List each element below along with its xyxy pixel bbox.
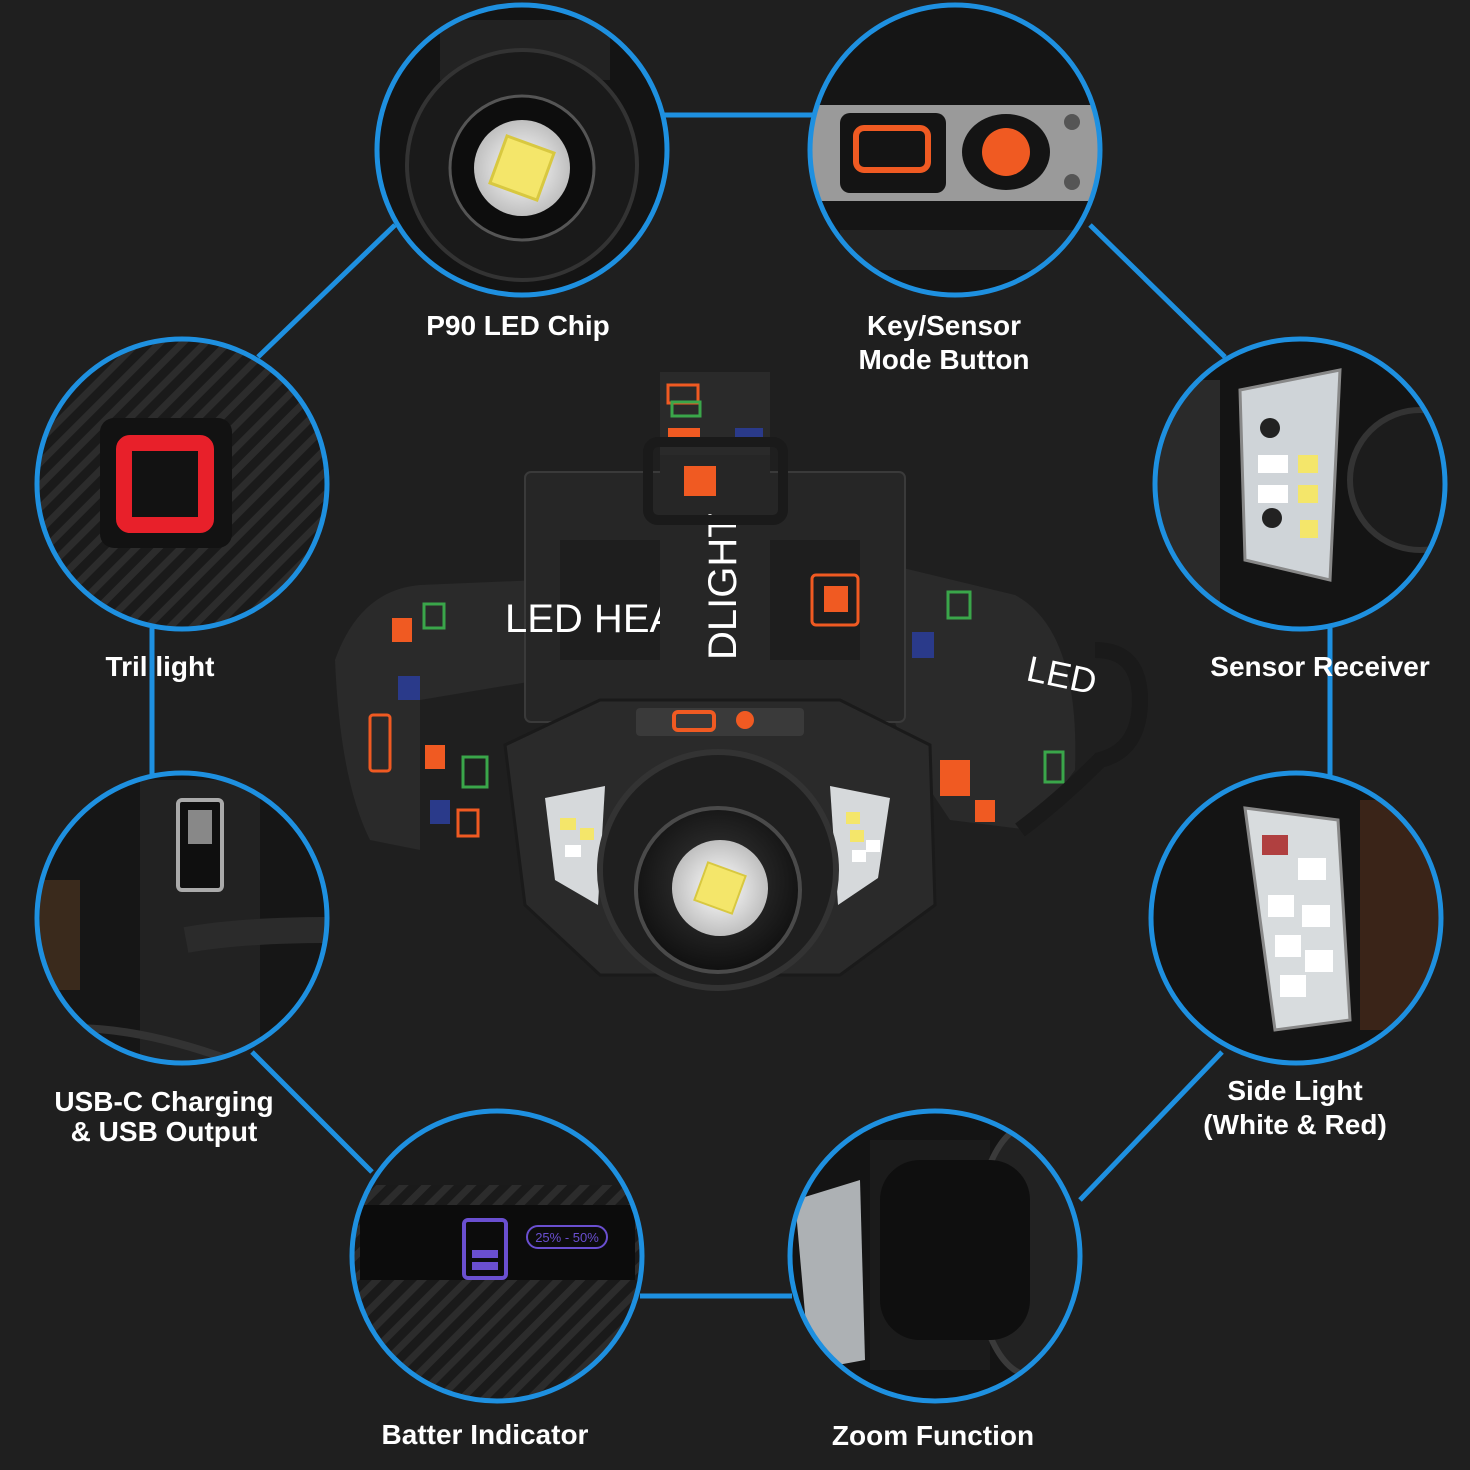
sensor-detail-circle [1152, 336, 1448, 632]
zoom-detail-circle [787, 1108, 1083, 1404]
label-line: Zoom Function [831, 1420, 1035, 1451]
label-battery-indicator: Batter Indicator [382, 1418, 589, 1452]
label-line: Mode Button [858, 344, 1030, 375]
usb-detail-circle [34, 770, 330, 1066]
battery-detail-circle: 25% - 50% [349, 1108, 645, 1404]
label-line: Key/Sensor [866, 310, 1022, 341]
label-key-sensor-button: Key/Sensor Mode Button [858, 309, 1029, 377]
label-line: P90 LED Chip [426, 310, 610, 341]
label-line: Tril light [105, 651, 215, 682]
label-tail-light: Tril light [106, 650, 215, 684]
label-line: Batter Indicator [381, 1419, 589, 1450]
label-sensor-receiver: Sensor Receiver [1210, 650, 1429, 684]
label-side-light: Side Light (White & Red) [1203, 1074, 1387, 1142]
strap-text-left: LED HEA [505, 597, 676, 641]
button-detail-circle [807, 2, 1103, 298]
headlamp-product: LED HEA DLIGHT LED [335, 372, 1149, 991]
label-zoom-function: Zoom Function [832, 1419, 1034, 1453]
label-line: (White & Red) [1203, 1109, 1387, 1140]
connector-lines [149, 112, 1333, 1299]
label-line: Sensor Receiver [1210, 651, 1430, 682]
chip-detail-circle [374, 2, 670, 298]
label-line: Side Light [1227, 1075, 1363, 1106]
label-line: USB-C Charging [54, 1086, 274, 1117]
label-line: & USB Output [70, 1116, 258, 1147]
label-p90-led-chip: P90 LED Chip [426, 309, 610, 343]
tail-light-detail-circle [34, 336, 330, 632]
battery-range-text: 25% - 50% [535, 1230, 599, 1245]
side-light-detail-circle [1148, 770, 1444, 1066]
strap-text-vertical: DLIGHT [701, 513, 745, 660]
label-usb: USB-C Charging & USB Output [54, 1087, 273, 1147]
